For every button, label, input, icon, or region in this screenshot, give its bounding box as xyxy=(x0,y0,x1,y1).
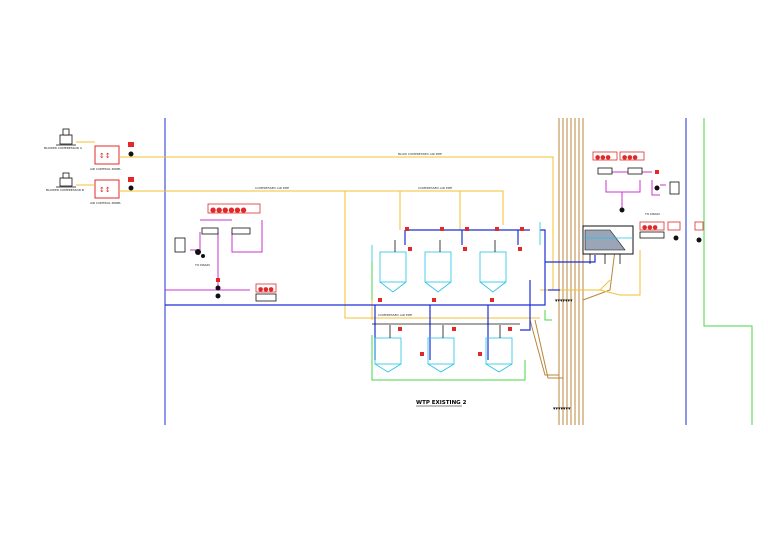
yellow-air-lines xyxy=(76,141,641,320)
lower-header-label: COMPRESSED AIR PIPE xyxy=(378,313,412,317)
svg-text:●●●: ●●● xyxy=(622,154,638,161)
chem-dosing-right: ●●● ●●● ●●● xyxy=(592,151,704,243)
drawing-title: WTP EXISTING 2 xyxy=(416,400,467,406)
blower-a-label: BLOWER COMPRESSOR A xyxy=(44,146,83,150)
svg-text:↕↕: ↕↕ xyxy=(99,152,111,160)
panel-instruments xyxy=(128,142,134,191)
control-panel-b: ↕↕ xyxy=(94,179,120,199)
brown-pipe-bundle xyxy=(529,118,616,425)
blue-water-lines xyxy=(165,229,596,360)
panel-b-label: AIR CONTROL PANEL xyxy=(90,201,121,205)
instrument-tags xyxy=(378,227,524,356)
blower-a xyxy=(56,128,76,146)
magenta-lines-right xyxy=(605,171,666,212)
tank-piping xyxy=(372,240,520,338)
line-top-label: BLOW COMPRESSED AIR PIPE xyxy=(398,152,442,156)
bundle-valves: ▾▾▾▾▾▾▾ ▾▾▾▾▾▾▾ xyxy=(553,298,573,412)
svg-text:↕↕: ↕↕ xyxy=(99,186,111,194)
svg-text:▾▾▾▾▾▾▾: ▾▾▾▾▾▾▾ xyxy=(553,406,571,412)
control-panel-a: ↕↕ xyxy=(94,145,120,165)
svg-text:●●●: ●●● xyxy=(595,154,611,161)
svg-text:●●●●●●: ●●●●●● xyxy=(210,206,247,214)
clarifier xyxy=(582,225,634,264)
line-mid-left-label: COMPRESSED AIR PIPE xyxy=(255,186,289,190)
svg-text:●●●: ●●● xyxy=(642,224,658,231)
boundary-lines xyxy=(164,118,753,425)
green-lines xyxy=(371,262,552,381)
chem-dosing-left: ●●●●●● ●●● xyxy=(174,203,277,302)
line-mid-right-label: COMPRESSED AIR PIPE xyxy=(418,186,452,190)
to-drain-left-label: TO DRAIN xyxy=(194,263,210,267)
svg-text:●●●: ●●● xyxy=(258,286,274,293)
blower-b-label: BLOWER COMPRESSOR B xyxy=(46,188,84,192)
blower-b xyxy=(56,172,76,188)
to-drain-right-label: TO DRAIN xyxy=(644,212,660,216)
panel-a-label: AIR CONTROL PANEL xyxy=(90,167,121,171)
svg-text:▾▾▾▾▾▾▾: ▾▾▾▾▾▾▾ xyxy=(555,298,573,304)
filter-tanks xyxy=(371,222,541,373)
